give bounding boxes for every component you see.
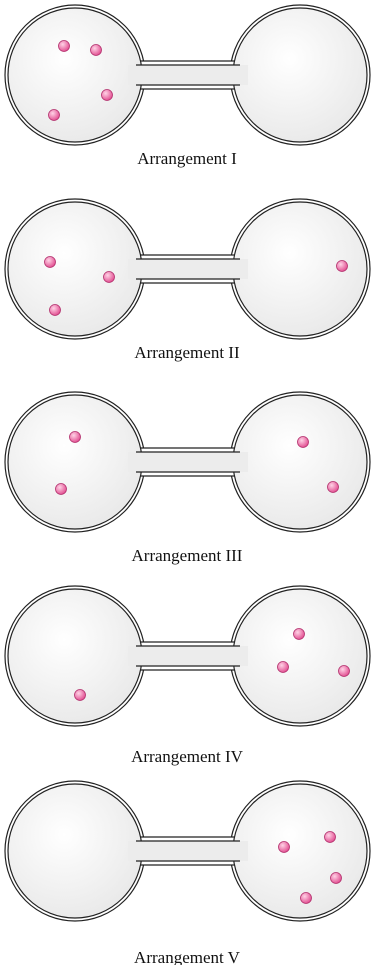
apparatus <box>4 585 371 727</box>
apparatus <box>4 391 371 533</box>
particles-left <box>48 40 113 121</box>
left-particle <box>48 109 60 121</box>
right-particle <box>336 260 348 272</box>
arrangement-3: Arrangement III <box>4 391 371 565</box>
left-bulb <box>7 783 143 919</box>
particles-right <box>277 628 350 677</box>
arrangement-label: Arrangement III <box>132 546 243 565</box>
right-bulb <box>232 394 368 530</box>
particles-left <box>55 431 81 495</box>
right-bulb <box>232 588 368 724</box>
connecting-tube <box>128 646 248 666</box>
left-bulb <box>7 588 143 724</box>
left-particle <box>58 40 70 52</box>
connecting-tube <box>128 65 248 85</box>
particles-right <box>278 831 342 904</box>
particles-right <box>297 436 339 493</box>
arrangement-1: Arrangement I <box>4 4 371 168</box>
right-particle <box>330 872 342 884</box>
left-particle <box>103 271 115 283</box>
left-bulb <box>7 394 143 530</box>
arrangement-4: Arrangement IV <box>4 585 371 766</box>
right-particle <box>327 481 339 493</box>
right-particle <box>277 661 289 673</box>
left-particle <box>69 431 81 443</box>
arrangement-label: Arrangement II <box>134 343 240 362</box>
apparatus <box>4 780 371 922</box>
particles-right <box>336 260 348 272</box>
particles-left <box>74 689 86 701</box>
connecting-tube <box>128 841 248 861</box>
right-particle <box>278 841 290 853</box>
left-particle <box>44 256 56 268</box>
right-particle <box>324 831 336 843</box>
right-bulb <box>232 7 368 143</box>
arrangement-label: Arrangement I <box>137 149 237 168</box>
arrangement-5: Arrangement V <box>4 780 371 965</box>
apparatus <box>4 198 371 340</box>
left-particle <box>74 689 86 701</box>
left-bulb <box>7 7 143 143</box>
right-particle <box>293 628 305 640</box>
connecting-tube <box>128 452 248 472</box>
arrangement-label: Arrangement V <box>134 948 241 965</box>
arrangement-label: Arrangement IV <box>131 747 244 766</box>
right-particle <box>297 436 309 448</box>
connecting-tube <box>128 259 248 279</box>
left-particle <box>90 44 102 56</box>
apparatus <box>4 4 371 146</box>
arrangement-2: Arrangement II <box>4 198 371 362</box>
left-particle <box>55 483 67 495</box>
right-bulb <box>232 783 368 919</box>
right-particle <box>338 665 350 677</box>
left-bulb <box>7 201 143 337</box>
right-particle <box>300 892 312 904</box>
particles-left <box>44 256 115 316</box>
left-particle <box>101 89 113 101</box>
left-particle <box>49 304 61 316</box>
